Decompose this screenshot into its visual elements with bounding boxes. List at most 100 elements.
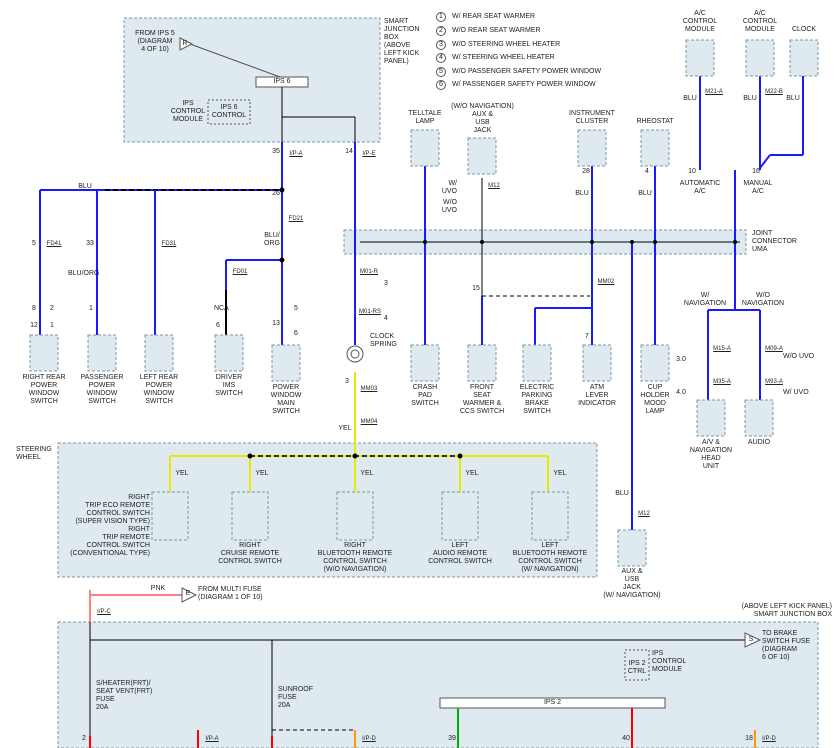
clock-spring-coil: [346, 345, 364, 363]
right-rear-label: RIGHT REAR POWER WINDOW SWITCH: [22, 374, 66, 405]
wo-uvo-label: W/O UVO: [441, 199, 457, 214]
epb-label: ELECTRIC PARKING BRAKE SWITCH: [519, 384, 555, 415]
conn-mm03: MM03: [360, 386, 378, 392]
av-nav-label: A/V & NAVIGATION HEAD UNIT: [689, 439, 733, 470]
pin-12: 12: [30, 322, 38, 329]
ips-control-module-top: IPS CONTROL MODULE: [170, 100, 206, 123]
from-ips5: FROM IPS 5 (DIAGRAM 4 OF 10): [135, 30, 175, 53]
blu-horizontal: BLU: [78, 183, 92, 190]
legend-text-2: W/O REAR SEAT WARMER: [452, 27, 541, 34]
pin-3: 3: [345, 378, 349, 385]
pin-28: 28: [582, 168, 590, 175]
conn-ipa: I/P-A: [289, 151, 303, 157]
conn-fd01: FD01: [232, 269, 248, 275]
right-rear-window-switch: [29, 334, 59, 372]
epb-switch: [522, 344, 552, 382]
pin-4: 4: [645, 168, 649, 175]
pin-40: 40: [622, 735, 630, 742]
mark-5: 5: [294, 305, 298, 312]
blu-auxusb: BLU: [615, 490, 629, 497]
power-window-main-switch: [271, 344, 301, 382]
sw-trip-eco: [151, 491, 189, 541]
sjb-top-title: SMART JUNCTION BOX (ABOVE LEFT KICK PANE…: [384, 18, 420, 65]
legend-num-5: 5: [439, 68, 443, 75]
legend-text-5: W/O PASSENGER SAFETY POWER WINDOW: [452, 68, 602, 75]
av-nav-head-unit: [696, 399, 726, 437]
ac-control-module-1: [685, 39, 715, 77]
conn-fd21: FD21: [288, 216, 304, 222]
atm-lever-indicator: [582, 344, 612, 382]
pnk-label: PNK: [150, 585, 166, 592]
conn-ipd-2: I/P-D: [762, 736, 776, 742]
e-mark: E: [185, 590, 191, 597]
yel-5: YEL: [553, 470, 567, 477]
conn-m22b: M22-B: [765, 89, 783, 95]
steering-wheel-panel: [57, 442, 598, 578]
yel-mm04: YEL: [338, 425, 352, 432]
bt-right-label: RIGHT BLUETOOTH REMOTE CONTROL SWITCH (W…: [317, 542, 393, 573]
mark-1: 1: [50, 322, 54, 329]
sw-cruise: [231, 491, 269, 541]
legend-num-2: 2: [439, 27, 443, 34]
joint-connector-label: JOINT CONNECTOR UMA: [752, 230, 797, 253]
pin-35: 35: [272, 148, 280, 155]
ips6-bar: IPS 6: [273, 78, 291, 85]
conn-fd31: FD31: [161, 241, 177, 247]
sunroof-fuse-label: SUNROOF FUSE 20A: [278, 686, 313, 709]
automatic-ac-label: AUTOMATIC A/C: [679, 180, 721, 195]
ips2-bar-label: IPS 2: [543, 699, 562, 706]
blu-rheostat: BLU: [638, 190, 652, 197]
conn-ipe: I/P-E: [362, 151, 376, 157]
clock-label: CLOCK: [791, 26, 817, 33]
aux-usb-wnav-label: AUX & USB JACK (W/ NAVIGATION): [603, 568, 661, 599]
pin-14: 14: [345, 148, 353, 155]
front-seat-label: FRONT SEAT WARMER & CCS SWITCH: [459, 384, 505, 415]
mark-3: 3: [384, 280, 388, 287]
driver-ims-label: DRIVER IMS SWITCH: [215, 374, 243, 397]
conn-mm02: MM02: [597, 279, 615, 285]
top-smart-junction-box: [123, 17, 381, 143]
aux-usb-top-label: (W/O NAVIGATION) AUX & USB JACK: [451, 103, 514, 134]
pin-6: 6: [216, 322, 220, 329]
yel-1: YEL: [175, 470, 189, 477]
conn-m09a: M09-A: [765, 346, 783, 352]
rheostat-label: RHEOSTAT: [636, 118, 674, 125]
legend-num-6: 6: [439, 81, 443, 88]
pin-5: 5: [32, 240, 36, 247]
bottom-box-title: (ABOVE LEFT KICK PANEL) SMART JUNCTION B…: [741, 603, 832, 618]
conn-m01r: M01-R: [359, 269, 378, 275]
driver-ims-switch: [214, 334, 244, 372]
conn-m15a: M15-A: [713, 346, 731, 352]
steering-title: STEERING WHEEL: [16, 446, 52, 461]
audio-left-label: LEFT AUDIO REMOTE CONTROL SWITCH: [428, 542, 492, 565]
front-seat-warmer-switch: [467, 344, 497, 382]
legend-text-4: W/ STEERING WHEEL HEATER: [452, 54, 555, 61]
atm-label: ATM LEVER INDICATOR: [578, 384, 616, 407]
mark-6: 6: [294, 330, 298, 337]
instrument-cluster-label: INSTRUMENT CLUSTER: [569, 110, 615, 125]
w-uvo2-label: W/ UVO: [783, 389, 809, 396]
w-nav-label: W/ NAVIGATION: [683, 292, 727, 307]
sw-bt-right: [336, 491, 374, 541]
blu-clock: BLU: [786, 95, 800, 102]
ips-control-bottom-label: IPS CONTROL MODULE: [652, 650, 687, 673]
heater-fuse-label: S/HEATER(FRT)/ SEAT VENT(FRT) FUSE 20A: [96, 680, 153, 711]
to-brake-label: TO BRAKE SWITCH FUSE (DIAGRAM 6 OF 10): [762, 630, 811, 661]
legend-num-3: 3: [439, 41, 443, 48]
s-mark: S: [748, 636, 754, 643]
manual-ac-label: MANUAL A/C: [743, 180, 773, 195]
yel-4: YEL: [465, 470, 479, 477]
pin-15: 15: [472, 285, 480, 292]
mark-2: 2: [50, 305, 54, 312]
conn-m12-bottom: M12: [638, 511, 650, 517]
w-uvo-label: W/ UVO: [441, 180, 457, 195]
ac-control-1-label: A/C CONTROL MODULE: [682, 10, 718, 33]
pin-7: 7: [585, 333, 589, 340]
aux-usb-wnav: [617, 529, 647, 567]
wo-uvo2-label: W/O UVO: [783, 353, 815, 360]
crash-pad-label: CRASH PAD SWITCH: [411, 384, 439, 407]
pin-18: 18: [745, 735, 753, 742]
telltale-label: TELLTALE LAMP: [408, 110, 442, 125]
cruise-label: RIGHT CRUISE REMOTE CONTROL SWITCH: [218, 542, 282, 565]
